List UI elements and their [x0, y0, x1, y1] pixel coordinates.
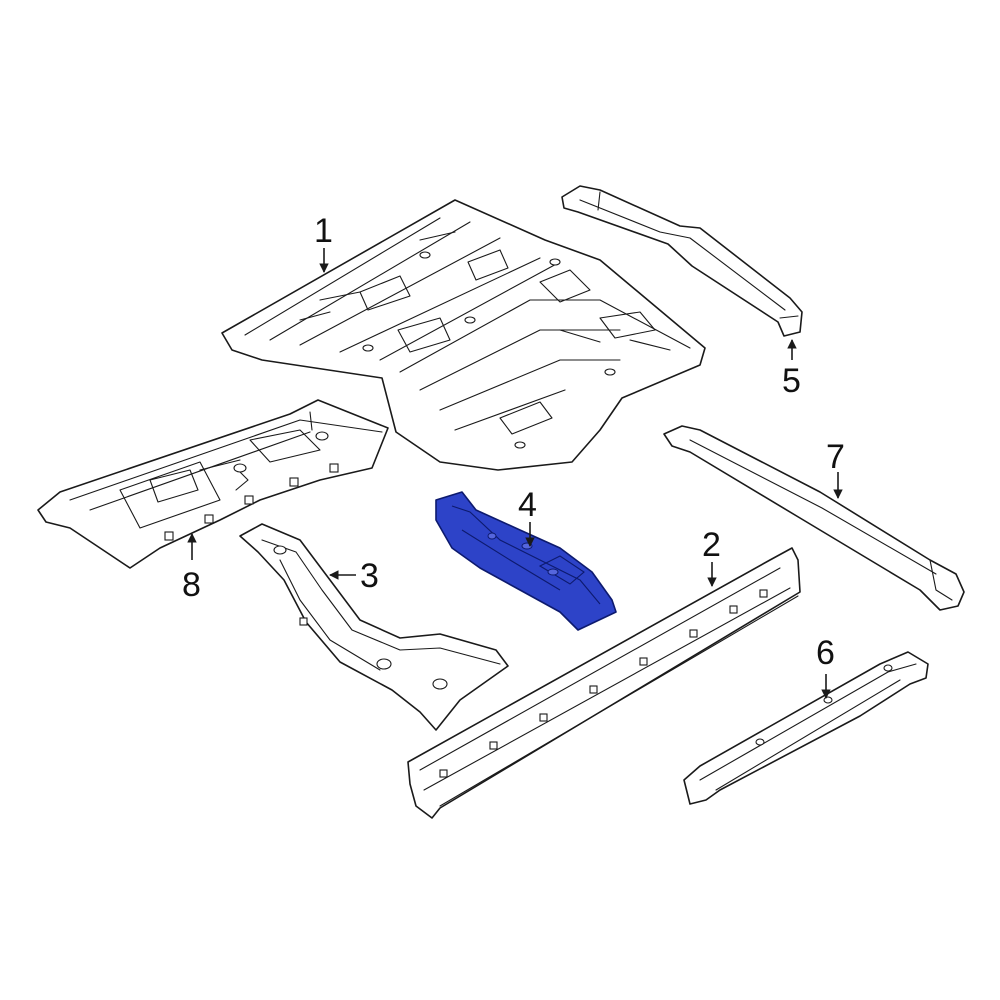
- callout-3: 3: [360, 557, 379, 595]
- part-3-center-member: [239, 523, 509, 731]
- part-8-side-member: [37, 399, 389, 569]
- callout-1: 1: [314, 212, 333, 250]
- callout-7: 7: [826, 438, 845, 476]
- callout-4: 4: [518, 486, 537, 524]
- callout-2: 2: [702, 526, 721, 564]
- part-7-rail: [663, 425, 965, 611]
- callout-8: 8: [182, 566, 201, 604]
- callout-6: 6: [816, 634, 835, 672]
- part-2-rocker: [407, 547, 801, 819]
- callout-5: 5: [782, 362, 801, 400]
- part-5-rail: [561, 185, 803, 337]
- part-6-rail: [683, 651, 929, 805]
- part-1-floor-pan: [221, 199, 706, 471]
